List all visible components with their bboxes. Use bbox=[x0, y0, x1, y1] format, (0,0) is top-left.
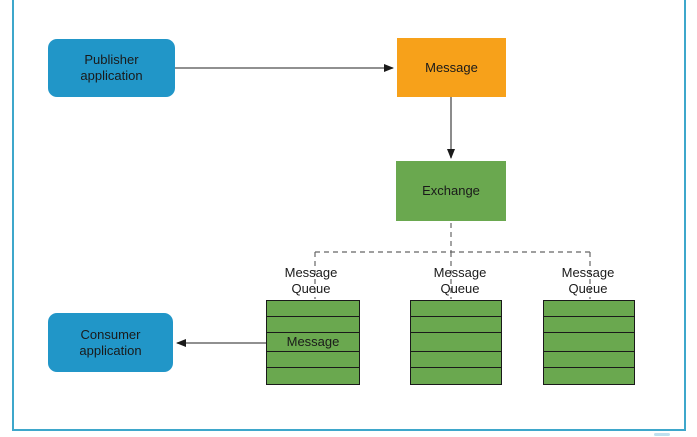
queue-row bbox=[544, 333, 634, 353]
frame-bottom-border bbox=[12, 429, 686, 431]
message-node: Message bbox=[397, 38, 506, 97]
queue-row bbox=[411, 352, 501, 369]
queue-row bbox=[544, 352, 634, 369]
queue-label-1: Message Queue bbox=[284, 265, 338, 296]
message-queue-2 bbox=[410, 300, 502, 385]
exchange-node: Exchange bbox=[396, 161, 506, 221]
queue-row bbox=[544, 317, 634, 333]
queue-row bbox=[411, 301, 501, 317]
cursor-artifact bbox=[654, 433, 670, 436]
queue-row bbox=[267, 352, 359, 369]
queue-row bbox=[544, 368, 634, 384]
queue-row-message: Message bbox=[267, 333, 359, 353]
queue-row bbox=[267, 368, 359, 384]
queue-row bbox=[411, 317, 501, 333]
publisher-application-node: Publisher application bbox=[48, 39, 175, 97]
frame-left-border bbox=[12, 0, 14, 431]
queue-message-label: Message bbox=[286, 334, 340, 350]
frame-right-border bbox=[684, 0, 686, 431]
queue-row bbox=[411, 368, 501, 384]
message-queue-1: Message bbox=[266, 300, 360, 385]
queue-label-3: Message Queue bbox=[561, 265, 615, 296]
message-queue-3 bbox=[543, 300, 635, 385]
queue-row bbox=[267, 317, 359, 333]
queue-row bbox=[544, 301, 634, 317]
queue-row bbox=[411, 333, 501, 353]
queue-label-2: Message Queue bbox=[433, 265, 487, 296]
queue-row bbox=[267, 301, 359, 317]
consumer-application-node: Consumer application bbox=[48, 313, 173, 372]
